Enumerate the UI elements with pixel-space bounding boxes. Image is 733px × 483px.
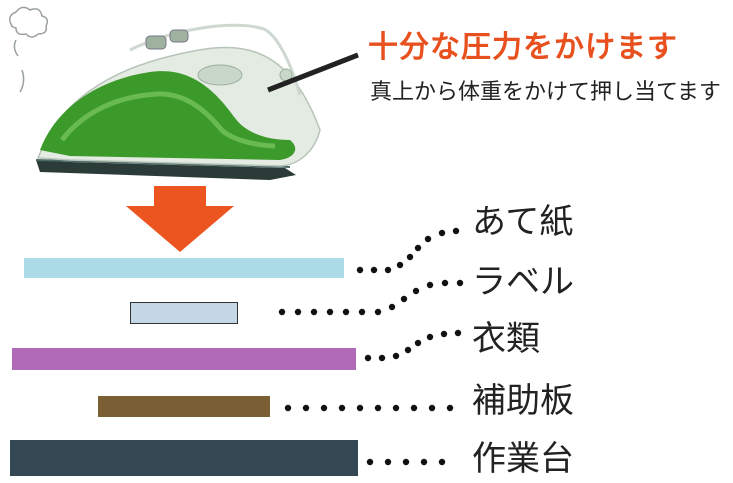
callout-line bbox=[267, 52, 359, 93]
layer-bar-label bbox=[130, 302, 238, 324]
dotted-leader bbox=[356, 227, 460, 274]
layer-bar-work-table bbox=[10, 440, 358, 476]
layer-label: 衣類 bbox=[472, 319, 540, 359]
layer-label: あて紙 bbox=[472, 202, 574, 242]
steam-puff-icon bbox=[9, 6, 49, 93]
layer-label: 補助板 bbox=[472, 381, 574, 421]
layer-bar-support-board bbox=[98, 396, 270, 417]
layer-bar-clothing bbox=[12, 348, 356, 370]
iron-soleplate bbox=[36, 160, 296, 180]
dotted-leader bbox=[284, 404, 454, 412]
steam-iron-illustration bbox=[9, 6, 359, 180]
layer-label: 作業台 bbox=[472, 439, 574, 479]
dotted-leader bbox=[366, 458, 446, 466]
main-heading: 十分な圧力をかけます bbox=[368, 30, 678, 65]
layer-bar-ate-paper bbox=[24, 258, 344, 278]
dotted-leader bbox=[364, 329, 462, 362]
sub-heading: 真上から体重をかけて押し当てます bbox=[370, 80, 721, 105]
down-arrow-icon bbox=[126, 186, 234, 252]
dotted-leader bbox=[278, 279, 464, 316]
layer-label: ラベル bbox=[472, 262, 574, 302]
